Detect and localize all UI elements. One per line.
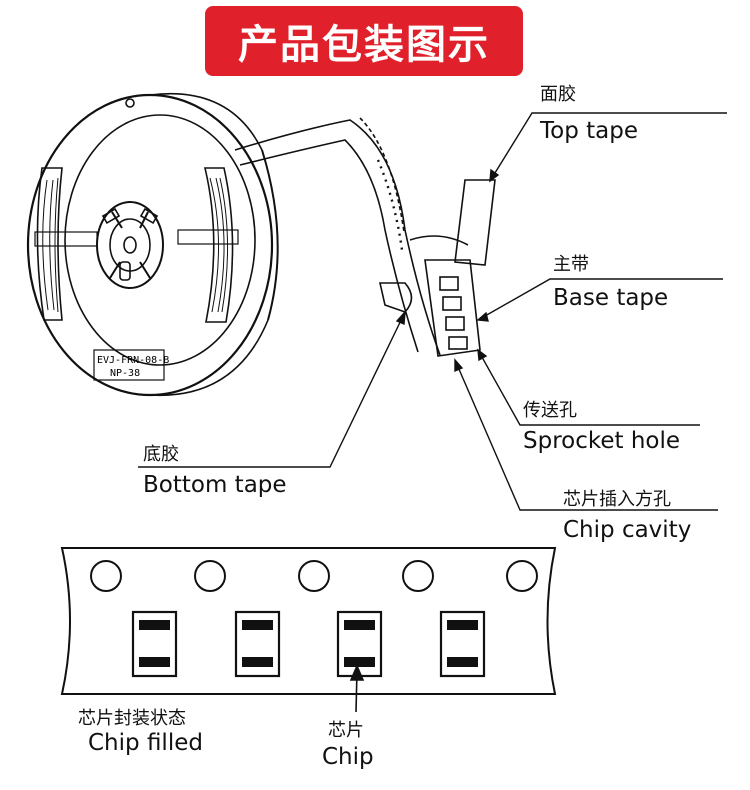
reel-marking-line1: EVJ-FRN-08-B bbox=[97, 355, 169, 366]
top-tape-label-cn: 面胶 bbox=[540, 84, 576, 105]
chip-filled-label-cn: 芯片封装状态 bbox=[78, 708, 186, 729]
bottom-tape-label-en: Bottom tape bbox=[143, 472, 287, 498]
chip-bodies bbox=[139, 620, 478, 667]
reel-illustration bbox=[26, 92, 279, 397]
chip-filled-label-en: Chip filled bbox=[88, 730, 203, 756]
chip-label-en: Chip bbox=[322, 744, 374, 770]
chip-label-cn: 芯片 bbox=[328, 720, 364, 741]
carrier-tape-strip bbox=[234, 117, 496, 357]
base-tape-label-en: Base tape bbox=[553, 285, 669, 311]
chip-pointer bbox=[349, 663, 365, 713]
sprocket-hole-label-cn: 传送孔 bbox=[523, 400, 577, 421]
title-banner: 产品包装图示 bbox=[205, 6, 523, 76]
chip-cavity-label-cn: 芯片插入方孔 bbox=[563, 489, 671, 510]
sprocket-hole-label-en: Sprocket hole bbox=[523, 428, 681, 454]
top-tape-label-en: Top tape bbox=[540, 118, 638, 144]
reel-marking-line2: NP-38 bbox=[110, 368, 140, 379]
base-tape-label-cn: 主带 bbox=[553, 254, 589, 275]
leader-lines bbox=[138, 112, 727, 511]
chip-cavity-label-en: Chip cavity bbox=[563, 517, 692, 543]
bottom-tape-label-cn: 底胶 bbox=[143, 444, 179, 465]
carrier-tape-detail bbox=[60, 547, 557, 695]
